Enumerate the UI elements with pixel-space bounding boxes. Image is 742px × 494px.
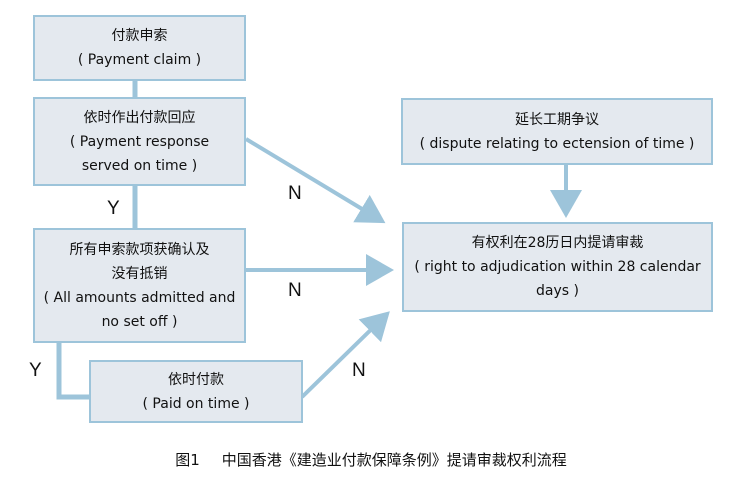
dispute-extension-box: 延长工期争议 ( dispute relating to ectension o…: [401, 98, 713, 165]
arrow-paid-no: [300, 311, 390, 399]
right-to-adjudication-en-2: days ): [536, 283, 579, 299]
figure-number: 图1: [175, 451, 200, 469]
figure-caption: 图1 中国香港《建造业付款保障条例》提请审裁权利流程: [0, 449, 742, 470]
dispute-extension-en: ( dispute relating to ectension of time …: [419, 135, 695, 152]
payment-response-box: 依时作出付款回应 ( Payment response served on ti…: [33, 97, 246, 186]
amounts-admitted-en-1: ( All amounts admitted and: [43, 289, 236, 306]
payment-claim-en: ( Payment claim ): [77, 52, 202, 68]
label-n-response: N: [288, 183, 302, 204]
payment-claim-box: 付款申索 ( Payment claim ): [33, 15, 246, 81]
payment-response-en-1: ( Payment response: [69, 133, 210, 150]
dispute-extension-zh: 延长工期争议: [515, 111, 599, 128]
payment-response-zh: 依时作出付款回应: [83, 109, 196, 126]
paid-on-time-en: ( Paid on time ): [142, 395, 250, 412]
connector-admitted-to-paid-yes: [56, 342, 90, 400]
amounts-admitted-en-2: no set off ): [101, 313, 178, 330]
amounts-admitted-box: 所有申索款项获确认及 没有抵销 ( All amounts admitted a…: [33, 228, 246, 343]
payment-claim-zh: 付款申索: [111, 28, 168, 44]
label-y-admitted: Y: [29, 360, 42, 381]
figure-title: 中国香港《建造业付款保障条例》提请审裁权利流程: [221, 451, 567, 469]
arrow-response-no: [244, 137, 386, 224]
label-y-response: Y: [107, 198, 120, 219]
right-to-adjudication-box: 有权利在28历日内提请审裁 ( right to adjudication wi…: [402, 222, 713, 312]
label-n-admitted: N: [288, 280, 302, 301]
paid-on-time-zh: 依时付款: [168, 371, 224, 388]
right-to-adjudication-zh: 有权利在28历日内提请审裁: [471, 235, 644, 251]
right-to-adjudication-en-1: ( right to adjudication within 28 calend…: [414, 259, 701, 275]
paid-on-time-box: 依时付款 ( Paid on time ): [89, 360, 303, 423]
amounts-admitted-zh-1: 所有申索款项获确认及: [69, 241, 210, 258]
amounts-admitted-zh-2: 没有抵销: [111, 265, 168, 282]
payment-response-en-2: served on time ): [81, 157, 198, 174]
label-n-paid: N: [352, 360, 366, 381]
